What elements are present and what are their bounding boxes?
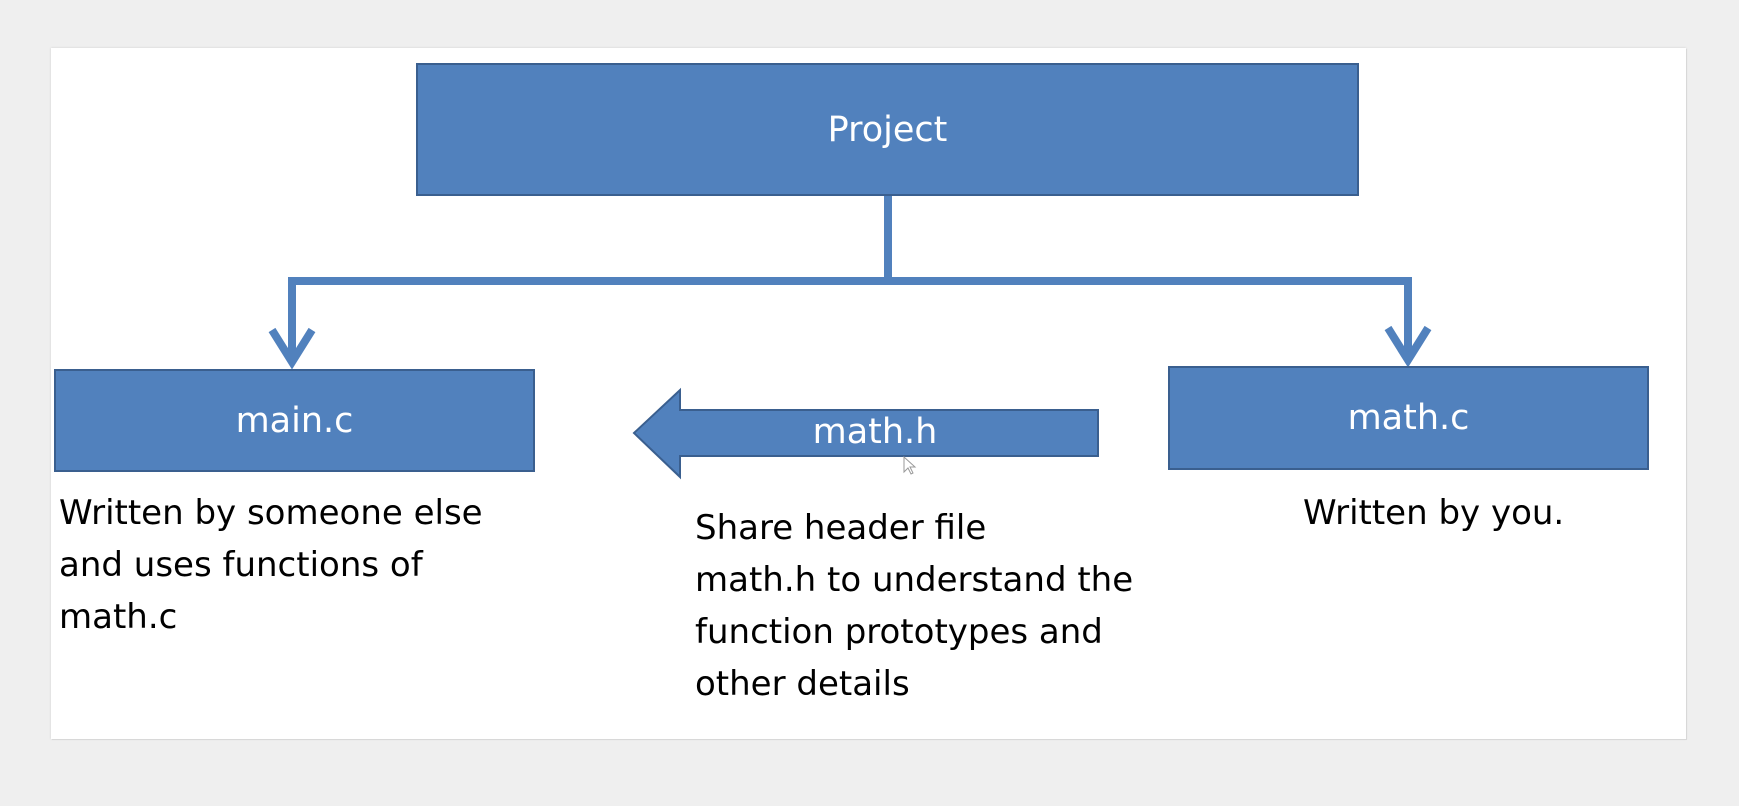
project-box: Project	[416, 63, 1359, 196]
math-h-arrow	[632, 387, 1099, 480]
description-line: function prototypes and	[695, 612, 1103, 652]
math-h-description: Share header file math.h to understand t…	[695, 502, 1133, 710]
right-arrowhead	[1384, 325, 1432, 368]
main-c-label: main.c	[235, 400, 354, 441]
description-line: and uses functions of	[59, 545, 423, 585]
description-line: math.h to understand the	[695, 560, 1134, 600]
description-line: math.c	[59, 597, 178, 637]
project-label: Project	[827, 109, 948, 150]
math-c-box: math.c	[1168, 366, 1649, 470]
main-c-box: main.c	[54, 369, 535, 472]
main-c-description: Written by someone else and uses functio…	[59, 487, 483, 643]
math-h-label: math.h	[812, 412, 938, 452]
mouse-pointer-icon	[903, 456, 917, 475]
description-line: other details	[695, 664, 910, 704]
description-line: Written by someone else	[59, 493, 483, 533]
description-line: Share header file	[695, 508, 987, 548]
math-c-label: math.c	[1347, 398, 1470, 438]
math-c-description: Written by you.	[1303, 487, 1564, 539]
description-line: Written by you.	[1303, 493, 1565, 533]
left-arrowhead	[268, 327, 316, 370]
